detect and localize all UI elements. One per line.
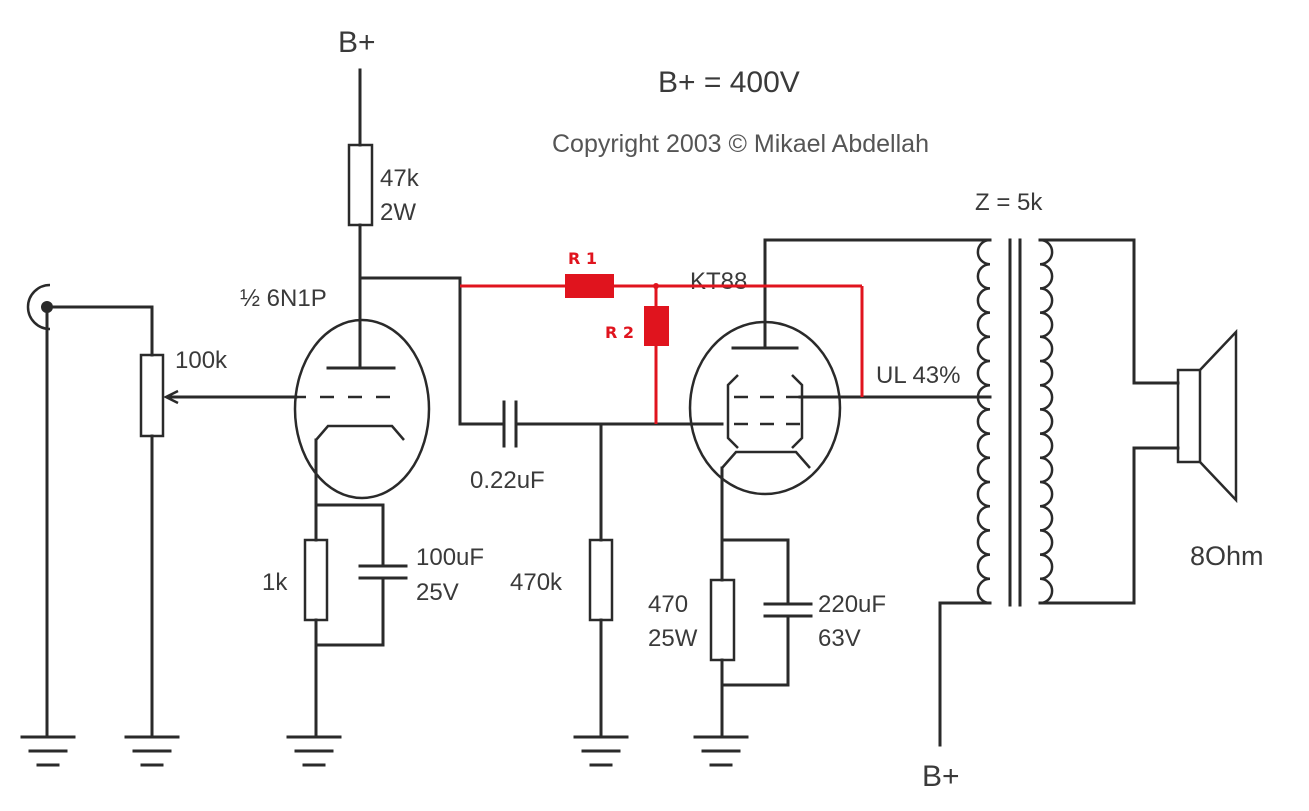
diagram-title: B+ = 400V — [658, 66, 800, 99]
grid-resistor-label: 470k — [510, 569, 563, 596]
cathode2-resistor-value: 470 — [648, 591, 688, 618]
speaker-impedance-label: 8Ohm — [1190, 541, 1264, 571]
tube2-label: KT88 — [690, 268, 747, 295]
tube2-pentode — [688, 238, 842, 542]
ground-symbol-grid — [573, 735, 629, 767]
cathode1-cap-value: 100uF — [416, 544, 484, 571]
r2-label: R 2 — [605, 323, 634, 342]
potentiometer-label: 100k — [175, 347, 228, 374]
plate-resistor — [347, 143, 374, 227]
ultralinear-tap-label: UL 43% — [876, 362, 961, 389]
plate-resistor-rating: 2W — [380, 199, 416, 226]
added-r1-r2-network — [460, 274, 864, 424]
input-jack — [26, 283, 154, 737]
bplus-top-label: B+ — [338, 26, 376, 59]
cathode1-cap-rating: 25V — [416, 579, 459, 606]
cathode2-resistor — [709, 578, 736, 662]
ground-symbol-cathode1 — [286, 735, 342, 767]
cathode1-resistor — [303, 538, 329, 622]
output-transformer — [976, 238, 1054, 607]
cathode2-cap-value: 220uF — [818, 591, 886, 618]
cathode2-resistor-rating: 25W — [648, 625, 698, 652]
transformer-impedance-label: Z = 5k — [975, 189, 1043, 216]
coupling-cap-label: 0.22uF — [470, 467, 545, 494]
ground-symbol-jack — [20, 735, 76, 767]
tube1-label: ½ 6N1P — [240, 285, 327, 312]
cathode2-cap-rating: 63V — [818, 625, 861, 652]
copyright-text: Copyright 2003 © Mikael Abdellah — [552, 130, 929, 158]
speaker-icon — [1176, 328, 1238, 504]
r1-resistor — [565, 274, 614, 298]
r2-resistor — [644, 306, 669, 346]
ground-symbol-cathode2 — [693, 735, 749, 767]
bplus-bottom-label: B+ — [922, 760, 960, 793]
plate-resistor-value: 47k — [380, 165, 420, 192]
ground-symbol-pot — [124, 735, 180, 767]
grid-resistor — [588, 538, 614, 622]
cathode1-resistor-label: 1k — [262, 569, 288, 596]
r1-label: R 1 — [568, 249, 597, 268]
volume-potentiometer — [139, 305, 298, 737]
r1-r2-junction — [653, 283, 659, 289]
tube1-triode — [293, 318, 431, 500]
